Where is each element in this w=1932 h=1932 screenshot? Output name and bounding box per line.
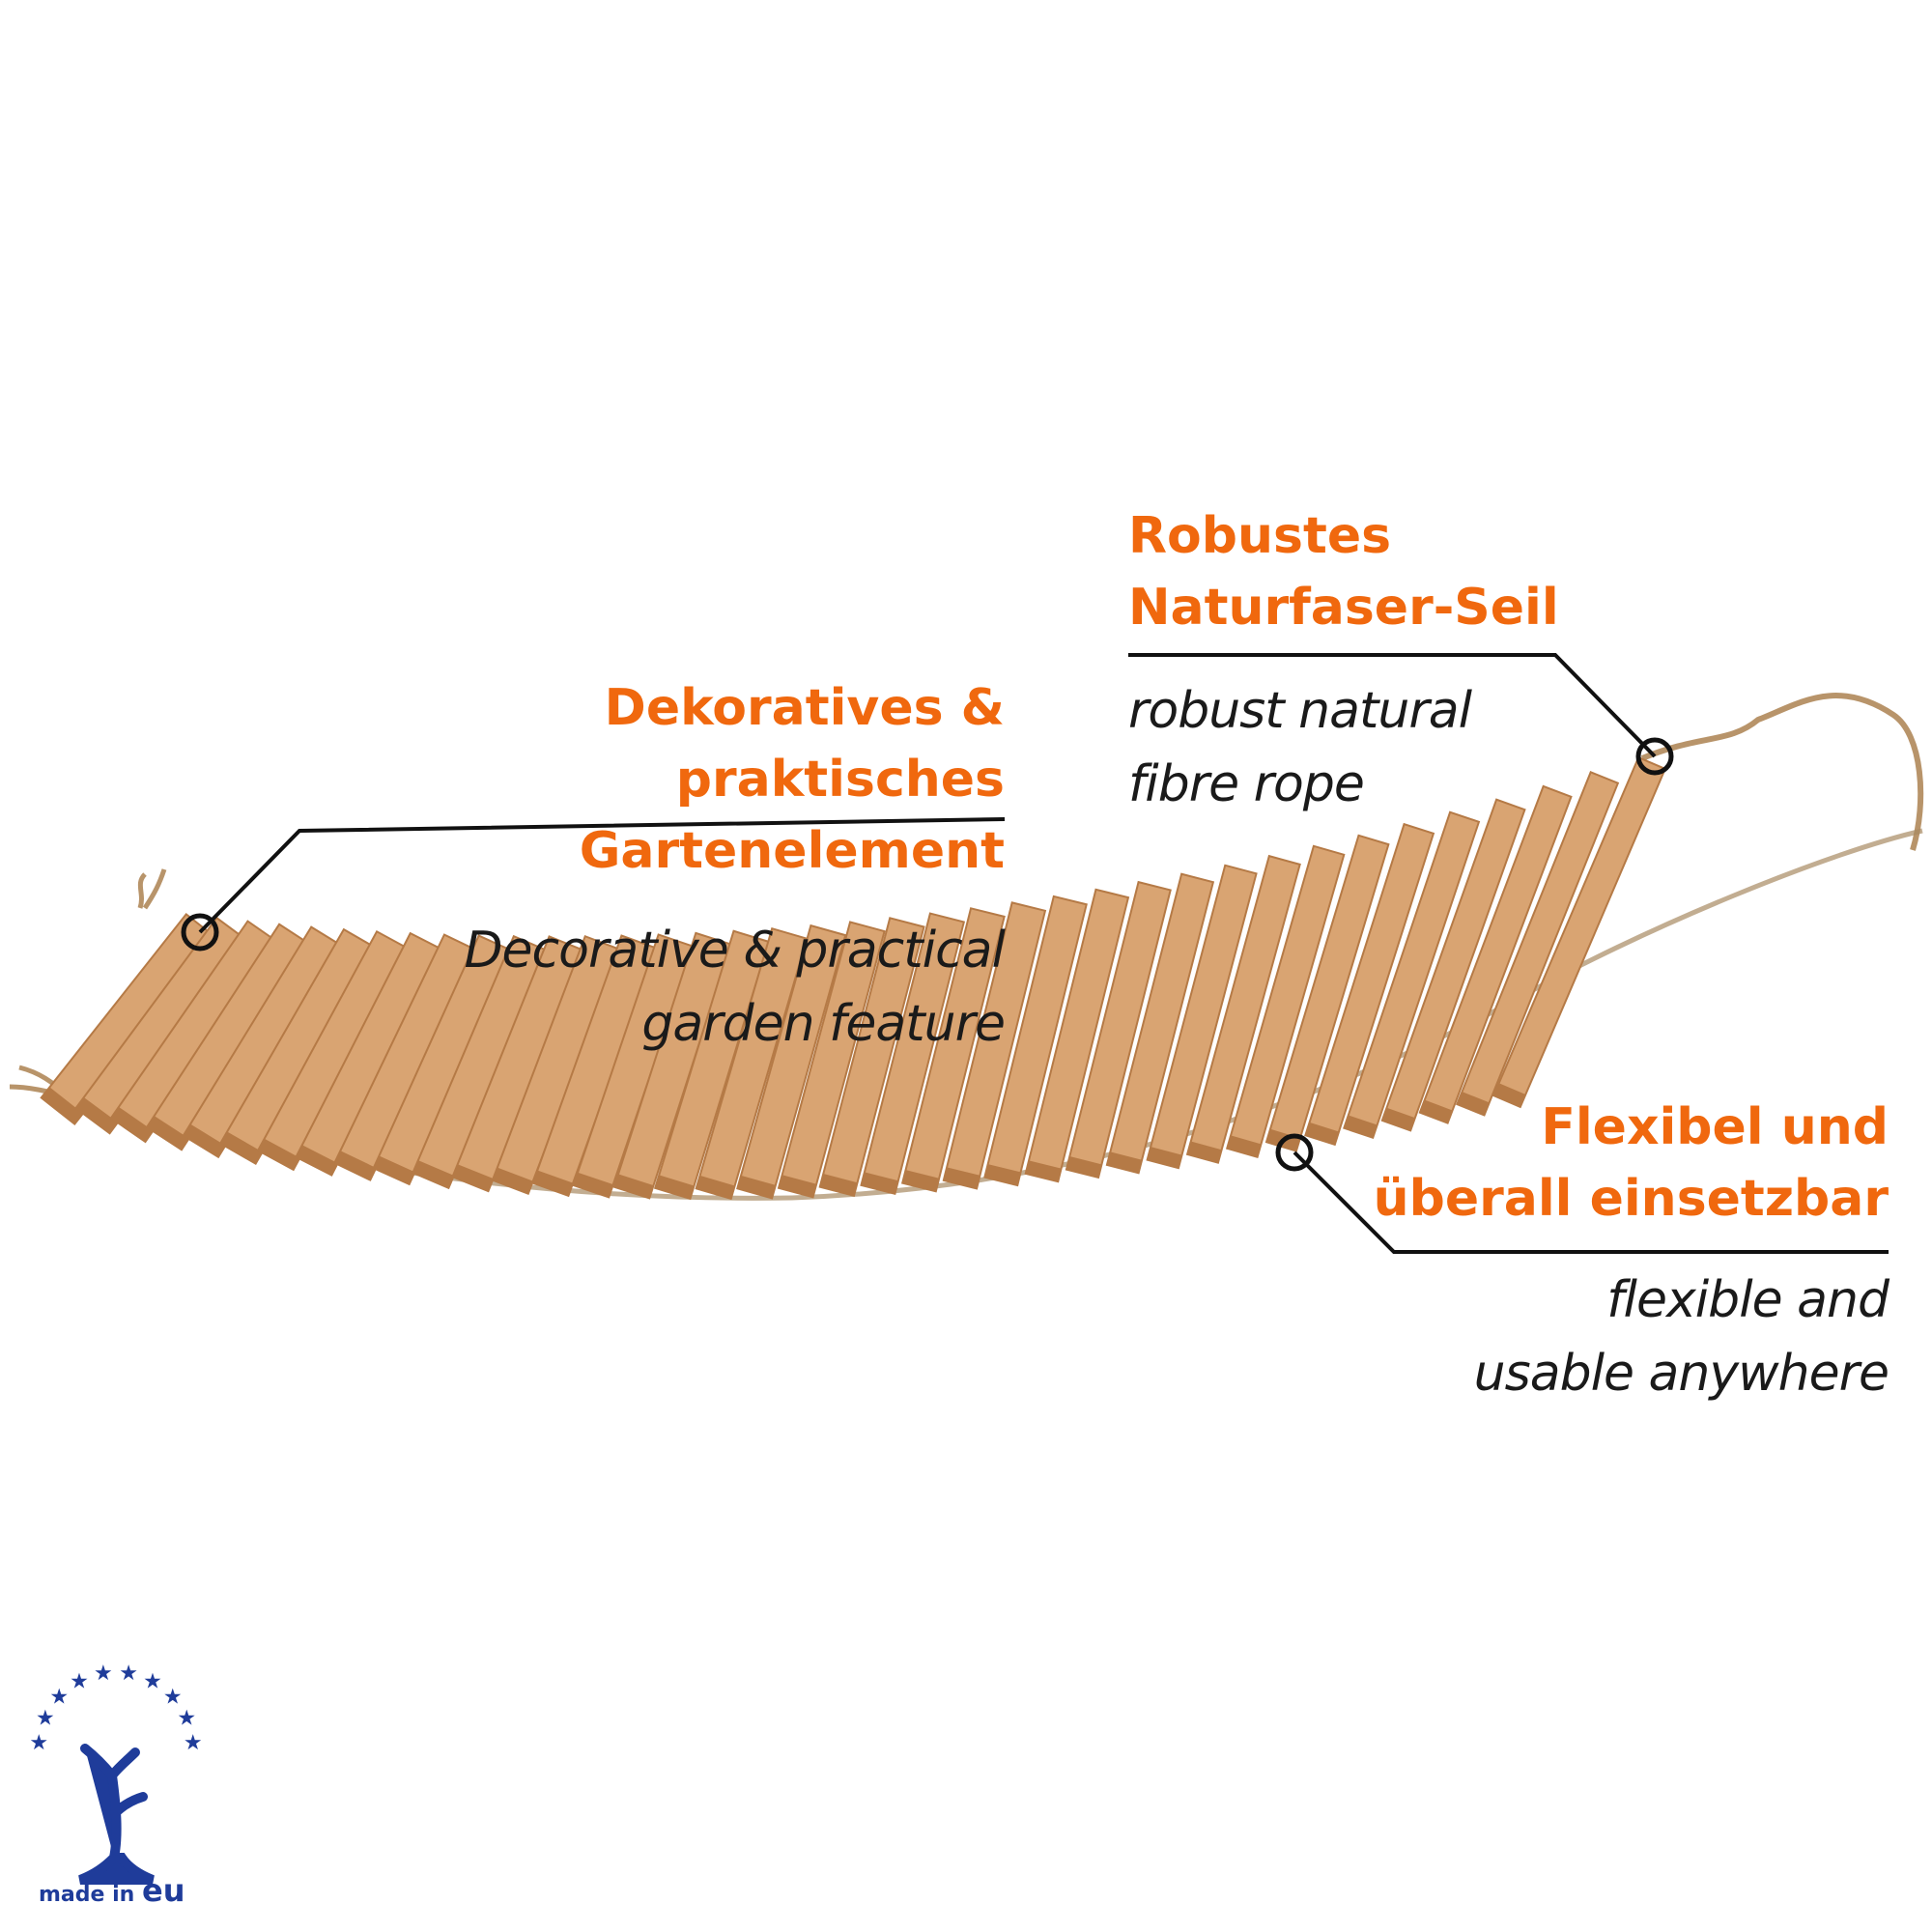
eu-star-icon: ★ <box>70 1670 89 1694</box>
wood-slat-end <box>1025 1160 1062 1182</box>
made-in-eu-logo: ★★★★★★★★★★ <box>29 1662 203 1885</box>
wood-slat-end <box>779 1175 817 1198</box>
wood-slat-end <box>861 1172 898 1194</box>
eu-star-icon: ★ <box>119 1662 138 1686</box>
wood-slat-end <box>75 1096 118 1134</box>
eu-star-icon: ★ <box>36 1707 55 1731</box>
marker-circle-icon <box>1635 737 1674 776</box>
wood-slat-end <box>819 1174 858 1196</box>
marker-circle-icon <box>1275 1133 1314 1172</box>
eu-star-icon: ★ <box>49 1686 69 1710</box>
eu-star-icon: ★ <box>184 1731 203 1755</box>
rope-right <box>1640 693 1924 851</box>
wood-slat-end <box>1187 1141 1222 1163</box>
wood-slat-end <box>183 1123 226 1157</box>
eu-text: eu <box>141 1872 185 1909</box>
leader-line-bottom-right <box>1293 1151 1889 1254</box>
wood-slat-end <box>655 1175 695 1199</box>
wood-slat-end <box>1065 1156 1102 1178</box>
wood-slat-end <box>1381 1107 1415 1131</box>
callout-subtitle: robust natural <box>1128 682 1472 740</box>
wood-slat-end <box>147 1116 189 1151</box>
wood-slat-end <box>573 1172 613 1198</box>
callout-flexible: Flexibel und überall einsetzbar flexible… <box>1193 1092 1889 1410</box>
eu-stars: ★★★★★★★★★★ <box>29 1662 202 1755</box>
wood-slat-end <box>1227 1135 1262 1157</box>
wood-slat-end <box>613 1174 654 1199</box>
wood-slat-end <box>296 1145 338 1176</box>
leader-line-top-right <box>1128 653 1657 758</box>
callout-subtitle: fibre rope <box>1128 755 1365 813</box>
callout-title: Dekoratives & praktisches <box>604 679 1005 809</box>
callout-subtitle: garden feature <box>641 995 1006 1053</box>
rope-tie-top-left <box>137 868 167 910</box>
leader-line-left <box>198 817 1006 934</box>
marker-circle-icon <box>181 913 219 952</box>
callout-title: überall einsetzbar <box>1373 1170 1889 1228</box>
slats-group <box>40 755 1667 1201</box>
wood-slat-end <box>1106 1151 1143 1174</box>
wood-slat-end <box>373 1155 415 1184</box>
wood-slat-end <box>492 1167 533 1194</box>
wood-slat-end <box>1305 1122 1340 1145</box>
wood-slat-end <box>110 1106 154 1143</box>
wood-slat-end <box>984 1164 1021 1186</box>
callout-subtitle: usable anywhere <box>1473 1345 1889 1403</box>
callout-rope: Robustes Naturfaser-Seil robust natural … <box>1128 500 1559 821</box>
wood-slat-end <box>1344 1115 1378 1138</box>
wood-slat-end <box>943 1167 980 1189</box>
wood-slat-end <box>1493 1083 1526 1107</box>
tree-icon <box>78 1744 155 1885</box>
wood-slat-end <box>220 1131 263 1164</box>
wood-slat-end <box>737 1175 776 1199</box>
wood-slat-end <box>1147 1147 1182 1169</box>
wood-slat-end <box>1457 1092 1490 1116</box>
callout-title: Naturfaser-Seil <box>1128 579 1559 637</box>
eu-star-icon: ★ <box>94 1662 113 1686</box>
wood-slat-end <box>41 1087 83 1124</box>
callout-subtitle: Decorative & practical <box>464 922 1006 980</box>
wood-slat-end <box>452 1164 494 1192</box>
wood-slat-end <box>902 1170 940 1192</box>
callout-subtitle: flexible and <box>1606 1271 1889 1329</box>
made-in-eu-label: made in eu <box>39 1872 185 1909</box>
wood-slat-end <box>532 1170 574 1196</box>
eu-star-icon: ★ <box>143 1670 162 1694</box>
wood-slat-end <box>1419 1099 1453 1123</box>
callout-title: Flexibel und <box>1541 1098 1889 1156</box>
wood-slat-end <box>334 1151 377 1180</box>
callout-title: Robustes <box>1128 507 1392 565</box>
made-in-text: made in <box>39 1883 135 1907</box>
wood-slat-end <box>258 1138 300 1170</box>
wood-slat-end <box>696 1175 735 1199</box>
eu-star-icon: ★ <box>177 1707 196 1731</box>
eu-star-icon: ★ <box>29 1731 48 1755</box>
callout-decorative: Dekoratives & praktisches Gartenelement … <box>270 672 1006 1061</box>
callout-title: Gartenelement <box>579 822 1005 880</box>
eu-star-icon: ★ <box>163 1686 183 1710</box>
wood-slat-end <box>412 1160 454 1188</box>
